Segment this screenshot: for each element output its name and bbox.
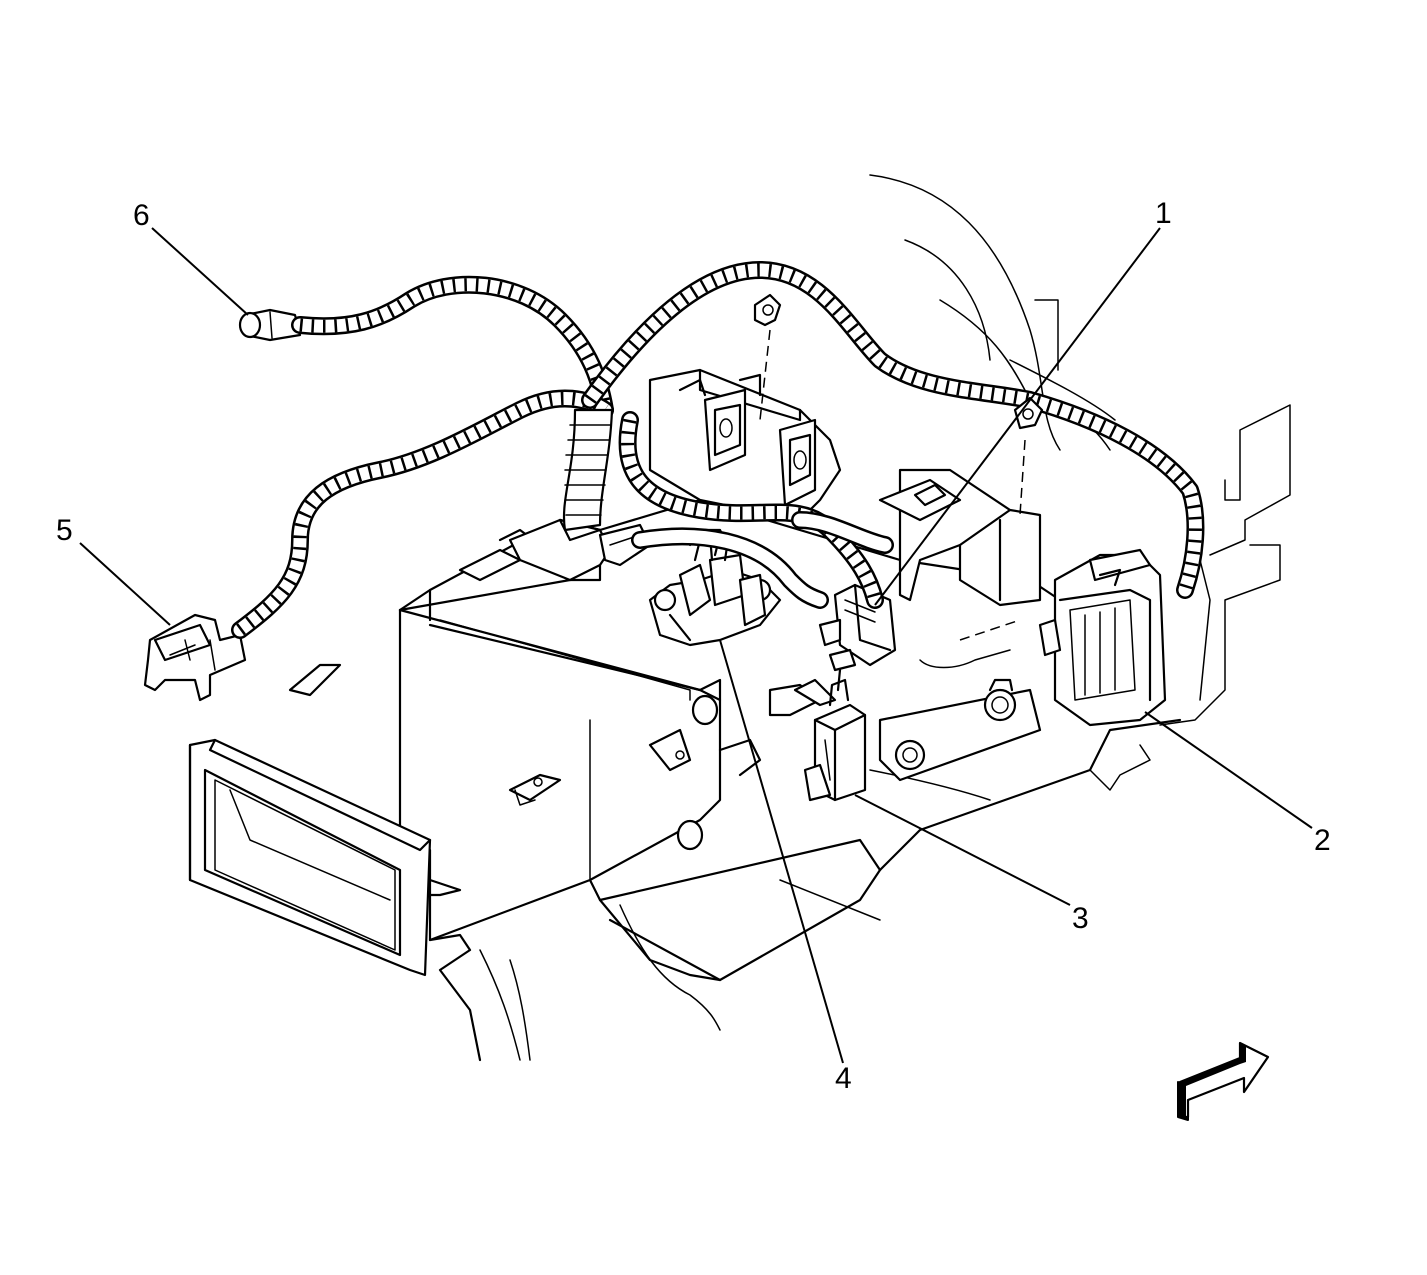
wiring-harness: [231, 261, 1205, 639]
callout-1: 1: [1155, 197, 1172, 230]
leader-4: [719, 639, 844, 1064]
callout-2: 2: [1314, 824, 1331, 857]
leader-3: [854, 794, 1071, 906]
callout-5: 5: [56, 514, 73, 547]
connector-item-1: [818, 583, 897, 672]
connector-item-2: [1038, 548, 1167, 727]
center-panel: [648, 329, 842, 522]
callout-6: 6: [133, 199, 150, 232]
leader-2: [1144, 711, 1313, 829]
resistor-item-4: [648, 528, 782, 647]
callout-4: 4: [835, 1062, 852, 1095]
duct-top-connectors: [508, 518, 652, 582]
callout-leaders: [79, 227, 1313, 1064]
right-bracket: [878, 439, 1042, 782]
connector-item-5: [143, 613, 247, 702]
duct-outlet: [188, 738, 462, 977]
leader-5: [79, 542, 171, 626]
callout-3: 3: [1072, 902, 1089, 935]
harness-coil: [562, 408, 614, 532]
callout-labels: 1 2 3 4 5 6: [56, 197, 1331, 1095]
leader-6: [151, 227, 249, 316]
connector-item-3: [803, 668, 867, 802]
sensor-item-6: [238, 308, 302, 342]
leader-1: [874, 227, 1161, 606]
front-direction-arrow-icon: [1177, 1041, 1270, 1121]
